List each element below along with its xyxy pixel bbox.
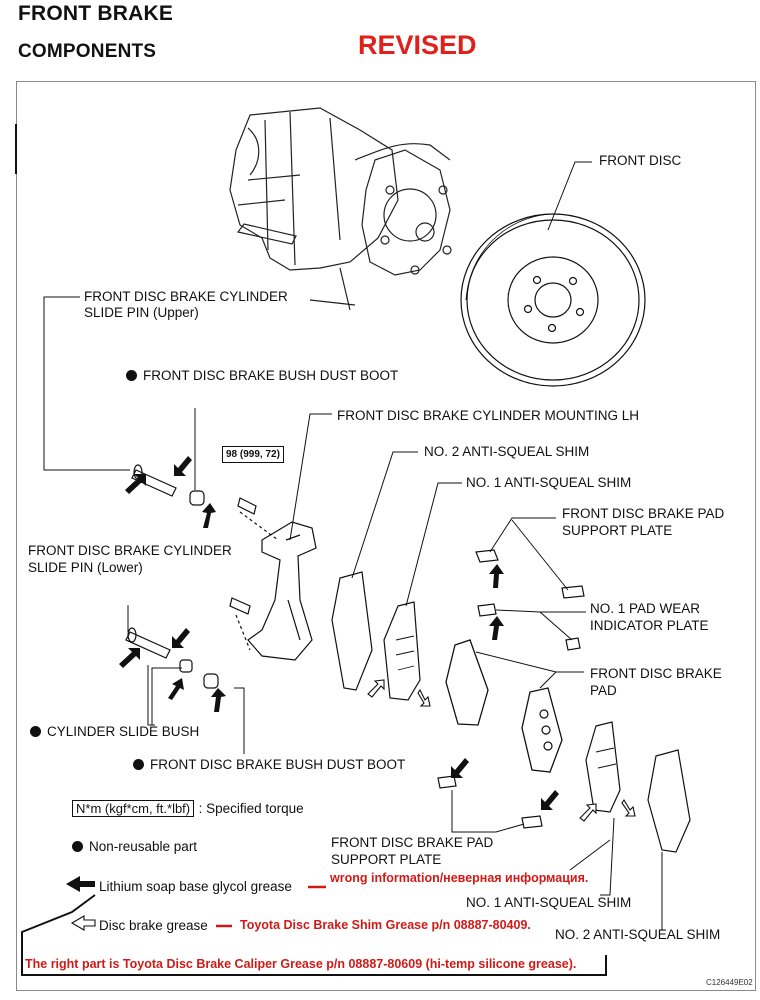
pad-support-plate-bottom-part — [437, 775, 457, 789]
brake-pad-inner — [521, 687, 563, 773]
lithium-grease-arrows — [66, 456, 559, 892]
frame-edge-mark — [15, 124, 17, 174]
legend-torque: N*m (kgf*cm, ft.*lbf) : Specified torque — [72, 800, 304, 818]
no1-anti-squeal-shim-bottom — [585, 721, 621, 813]
figure-code: C126449E02 — [706, 978, 753, 987]
page-title: FRONT BRAKE — [18, 2, 174, 25]
correction-bracket — [21, 894, 607, 976]
label-pad-support-bottom: FRONT DISC BRAKE PAD — [331, 835, 494, 850]
pad-support-plate-bottom-part-2 — [521, 815, 543, 829]
label-pad-support-bottom-sub: SUPPORT PLATE — [331, 852, 442, 867]
torque-legend-box: N*m (kgf*cm, ft.*lbf) — [72, 800, 195, 817]
label-no2-shim-top: NO. 2 ANTI-SQUEAL SHIM — [424, 444, 590, 459]
front-disc-rotor — [460, 213, 646, 387]
bush-dust-boot-upper-part — [189, 490, 205, 506]
no2-anti-squeal-shim-bottom — [647, 749, 691, 853]
page-subtitle: COMPONENTS — [18, 41, 157, 62]
annotation-shim-grease: Toyota Disc Brake Shim Grease p/n 08887-… — [240, 918, 531, 932]
annotation-right-part: The right part is Toyota Disc Brake Cali… — [25, 957, 577, 971]
non-reusable-dot — [72, 841, 83, 852]
label-slide-pin-lower-sub: SLIDE PIN (Lower) — [28, 560, 143, 575]
label-pad-support-top-sub: SUPPORT PLATE — [562, 523, 673, 538]
pad-support-clip — [477, 603, 497, 617]
label-slide-pin-upper: FRONT DISC BRAKE CYLINDER — [84, 289, 288, 304]
legend-non-reusable: Non-reusable part — [72, 838, 197, 855]
label-brake-pad: FRONT DISC BRAKE — [590, 666, 722, 681]
label-no1-shim-top: NO. 1 ANTI-SQUEAL SHIM — [466, 475, 632, 490]
steering-knuckle-hub — [229, 107, 452, 311]
torque-badge: 98 (999, 72) — [222, 446, 284, 463]
bush-dust-boot-lower-part — [203, 673, 219, 689]
label-brake-pad-sub: PAD — [590, 683, 617, 698]
disc-brake-grease-arrows — [70, 679, 636, 931]
leader-lines — [43, 161, 663, 930]
mounting-bolt-upper — [237, 497, 257, 515]
revised-stamp: REVISED — [358, 30, 477, 60]
label-no1-shim-bottom: NO. 1 ANTI-SQUEAL SHIM — [466, 895, 632, 910]
label-slide-pin-lower: FRONT DISC BRAKE CYLINDER — [28, 543, 232, 558]
red-correction-marks — [216, 885, 326, 928]
no2-anti-squeal-shim-top — [331, 571, 373, 691]
cylinder-slide-bush-part — [179, 659, 193, 673]
lithium-legend-arrow — [66, 876, 95, 892]
label-wear-indicator: NO. 1 PAD WEAR — [590, 601, 701, 616]
wear-indicator-clip — [565, 637, 581, 651]
label-bush-dust-boot-upper: FRONT DISC BRAKE BUSH DUST BOOT — [126, 367, 398, 384]
non-reusable-dot — [126, 370, 137, 381]
label-no2-shim-bottom: NO. 2 ANTI-SQUEAL SHIM — [555, 927, 721, 942]
disc-brake-legend-arrow — [70, 915, 96, 931]
non-reusable-dot — [133, 759, 144, 770]
label-front-disc: FRONT DISC — [599, 153, 682, 168]
wear-indicator-plate-part — [561, 585, 585, 599]
torque-legend-text: : Specified torque — [198, 801, 304, 816]
legend-disc-brake-grease: Disc brake grease — [99, 918, 208, 933]
label-bush-dust-boot-lower: FRONT DISC BRAKE BUSH DUST BOOT — [133, 756, 405, 773]
label-cylinder-mounting-lh: FRONT DISC BRAKE CYLINDER MOUNTING LH — [337, 408, 640, 423]
label-wear-indicator-sub: INDICATOR PLATE — [590, 618, 709, 633]
pad-support-plate-top-part — [475, 549, 499, 563]
diagram-frame — [16, 81, 756, 991]
label-cylinder-slide-bush: CYLINDER SLIDE BUSH — [30, 723, 199, 740]
label-slide-pin-upper-sub: SLIDE PIN (Upper) — [84, 305, 199, 320]
cylinder-mounting-lh-part — [247, 521, 317, 661]
annotation-wrong-info: wrong information/неверная информация. — [330, 871, 589, 885]
slide-pin-lower-part — [125, 627, 171, 659]
no1-anti-squeal-shim-top — [383, 601, 421, 701]
non-reusable-dot — [30, 726, 41, 737]
mounting-bolt-lower — [229, 597, 251, 615]
legend-lithium-grease: Lithium soap base glycol grease — [99, 879, 292, 894]
label-pad-support-top: FRONT DISC BRAKE PAD — [562, 506, 725, 521]
brake-pad-outer — [445, 639, 489, 726]
